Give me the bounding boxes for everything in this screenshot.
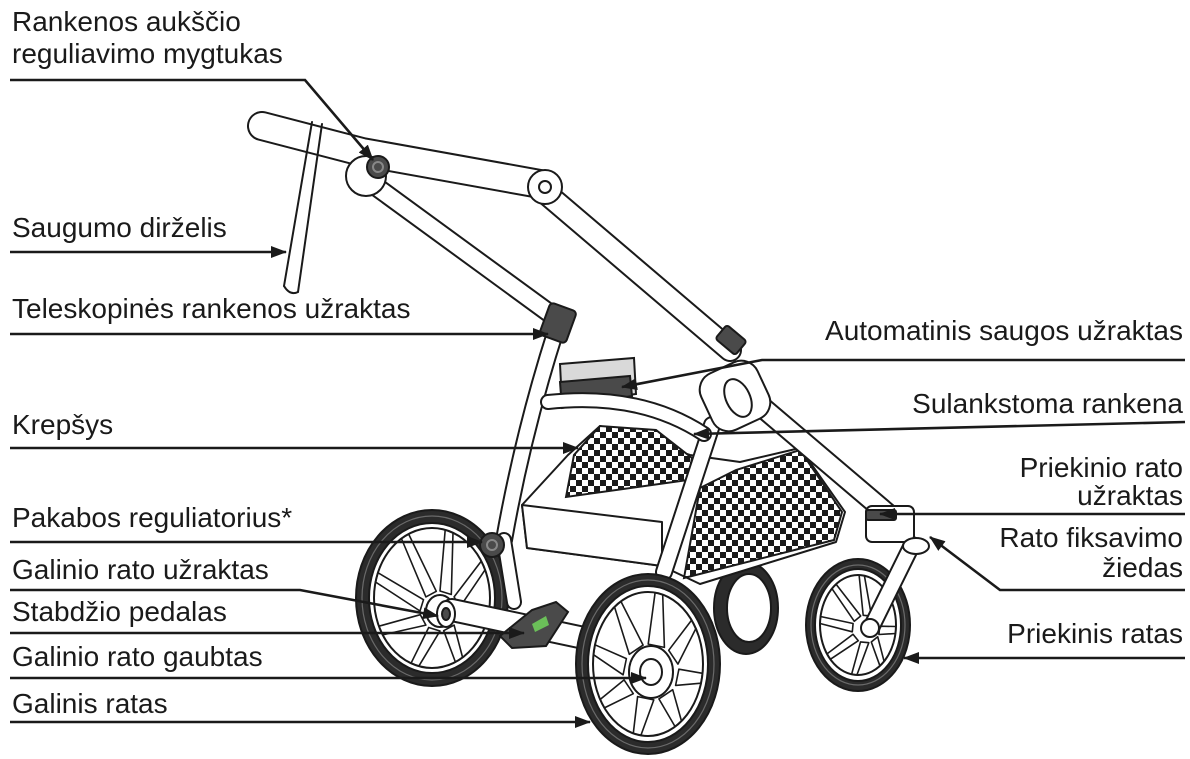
label-handle-height-button: Rankenos aukščio [12, 6, 241, 37]
suspension-regulator [480, 533, 504, 557]
rear-wheel-lock-pin [442, 608, 450, 620]
label-wheel-fixing-ring: žiedas [1102, 552, 1183, 583]
right-hinge-disc [528, 170, 562, 204]
label-suspension-regulator: Pakabos reguliatorius* [12, 502, 292, 533]
left-leg-to-axle [504, 540, 514, 602]
label-front-wheel: Priekinis ratas [1007, 618, 1183, 649]
label-brake-pedal: Stabdžio pedalas [12, 596, 227, 627]
label-handle-height-button: reguliavimo mygtukas [12, 38, 283, 69]
right-frame-upper [548, 195, 730, 350]
front-hub [861, 619, 879, 637]
rear-wheel-lock [437, 601, 455, 627]
label-automatic-safety-lock: Automatinis saugos užraktas [825, 315, 1183, 346]
label-safety-strap: Saugumo dirželis [12, 212, 227, 243]
rear-wheel-cover [629, 646, 673, 698]
labels-left: Rankenos aukščio reguliavimo mygtukas Sa… [12, 6, 410, 719]
suspension-regulator-knob [480, 533, 504, 557]
label-rear-wheel-cover: Galinio rato gaubtas [12, 641, 263, 672]
right-hinge [528, 170, 562, 204]
label-rear-wheel: Galinis ratas [12, 688, 168, 719]
label-wheel-fixing-ring: Rato fiksavimo [999, 522, 1183, 553]
right-frame-upper-fill [548, 195, 730, 350]
wheel-fixing-ring [903, 538, 929, 554]
stroller-drawing [262, 122, 929, 754]
label-front-wheel-lock: užraktas [1077, 480, 1183, 511]
handle-height-button [367, 156, 389, 178]
front-wheel-spoke [879, 626, 896, 634]
label-front-wheel-lock: Priekinio rato [1020, 452, 1183, 483]
label-telescopic-handle-lock: Teleskopinės rankenos užraktas [12, 293, 410, 324]
label-folding-handle: Sulankstoma rankena [912, 388, 1183, 419]
back-front-rim [727, 574, 771, 642]
label-basket: Krepšys [12, 409, 113, 440]
label-rear-wheel-lock: Galinio rato užraktas [12, 554, 269, 585]
rear-right-wheel [576, 574, 720, 754]
